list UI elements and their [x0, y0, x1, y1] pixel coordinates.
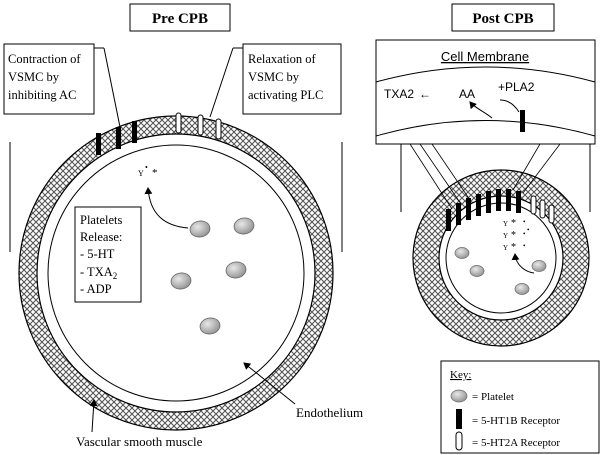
platelet: [469, 265, 485, 277]
inset-connectors: [409, 143, 561, 210]
endothelium-pointer: [243, 362, 296, 405]
ht2a-receptor: [548, 204, 555, 224]
txa2-label: TXA2: [384, 87, 414, 101]
release-mark: *: [511, 230, 516, 241]
ht2a-receptor: [215, 118, 222, 140]
post-cpb-panel: Post CPB: [375, 3, 596, 347]
release-mark: Y: [503, 220, 508, 228]
ht2a-receptor: [530, 195, 537, 215]
vessel-lumen-outer: [36, 133, 316, 413]
ht1b-receptor: [132, 121, 137, 143]
release-mark: *: [511, 242, 516, 253]
release-mark: •: [523, 242, 526, 250]
membrane-lower: [375, 120, 596, 137]
release-mark: •: [523, 218, 526, 226]
post-platelets: [454, 247, 547, 295]
release-arrow: [144, 187, 189, 229]
pre-cpb-title: Pre CPB: [152, 11, 208, 27]
aa-label: AA: [459, 87, 475, 101]
key-platelet-icon: [450, 389, 468, 403]
platelet: [233, 217, 255, 235]
ht2a-receptor: [197, 114, 204, 136]
key-ht2a-icon: [455, 431, 463, 451]
release-mark: •: [145, 163, 148, 172]
ht1b-receptor: [456, 203, 461, 225]
ht1b-receptor: [486, 191, 491, 213]
platelet: [531, 260, 547, 272]
cell-membrane-inset: [375, 39, 596, 145]
ht1b-receptor: [466, 198, 471, 220]
release-mark: •: [527, 226, 530, 234]
release-mark: *: [152, 167, 158, 179]
post-ht1b-receptors: [446, 189, 521, 231]
platelet: [225, 261, 247, 279]
ht1b-receptor: [446, 209, 451, 231]
ht1b-receptor: [116, 127, 121, 149]
inset-ht1b-receptor: [520, 110, 525, 132]
key-ht1b-icon: [456, 409, 462, 429]
pre-ht1b-receptors: [96, 121, 137, 155]
cell-membrane-title: Cell Membrane: [441, 49, 529, 64]
membrane-upper: [375, 66, 596, 83]
post-ht2a-receptors: [530, 195, 555, 224]
key-ht1b-label: = 5-HT1B Receptor: [472, 415, 560, 427]
relaxation-text: Relaxation of VSMC by activating PLC: [248, 52, 323, 102]
pla2-connector: [499, 99, 520, 113]
ht1b-receptor: [476, 194, 481, 216]
ht2a-receptor: [175, 112, 182, 134]
endothelium-label: Endothelium: [296, 405, 363, 420]
platelet: [454, 247, 470, 259]
release-mark: •: [523, 230, 526, 238]
vsm-pointer: [89, 399, 98, 433]
relaxation-box: [242, 43, 342, 115]
contraction-pointer: [103, 47, 121, 128]
platelets-release-text: Platelets Release: - 5-HT - TXA2 - ADP: [80, 213, 125, 296]
platelet: [189, 220, 211, 238]
contraction-box: [3, 43, 95, 115]
pre-cpb-title-box: [129, 3, 231, 32]
pla2-label: +PLA2: [498, 80, 535, 94]
key-ht2a-label: = 5-HT2A Receptor: [472, 437, 560, 449]
ht2a-receptor: [539, 199, 546, 219]
platelet: [514, 283, 530, 295]
ht1b-receptor: [506, 189, 511, 211]
ht1b-receptor: [96, 133, 101, 155]
pre-cpb-panel: Pre CPB Contraction of VSMC by inhibitin…: [3, 3, 363, 449]
key-box: [440, 360, 600, 454]
key-title: Key:: [450, 369, 471, 381]
endothelium-ring: [47, 144, 305, 402]
release-mark: Y: [138, 169, 144, 178]
platelets-release-box: [74, 206, 142, 303]
vsm-label: Vascular smooth muscle: [76, 434, 203, 449]
post-cpb-title-box: [451, 3, 555, 32]
platelet: [170, 272, 192, 290]
post-release-arrow: [511, 253, 535, 274]
contraction-text: Contraction of VSMC by inhibiting AC: [8, 52, 84, 102]
key-box-group: Key: = Platelet = 5-HT1B Receptor = 5-HT…: [440, 360, 600, 454]
relaxation-pointer: [209, 47, 234, 118]
pre-platelets: [170, 217, 255, 335]
post-release-marks: Y * • Y * • Y * • •: [503, 218, 530, 253]
post-cpb-title: Post CPB: [472, 11, 533, 27]
ht1b-receptor: [496, 189, 501, 211]
pla2-arrow: [469, 101, 493, 119]
key-platelet-label: = Platelet: [472, 391, 514, 403]
arrow-txa2: ←: [419, 87, 431, 101]
release-mark: Y: [503, 232, 508, 240]
ht1b-receptor: [516, 191, 521, 213]
pre-ht2a-receptors: [175, 112, 222, 140]
platelet: [199, 317, 221, 335]
release-mark: Y: [503, 244, 508, 252]
release-mark: *: [511, 218, 516, 229]
